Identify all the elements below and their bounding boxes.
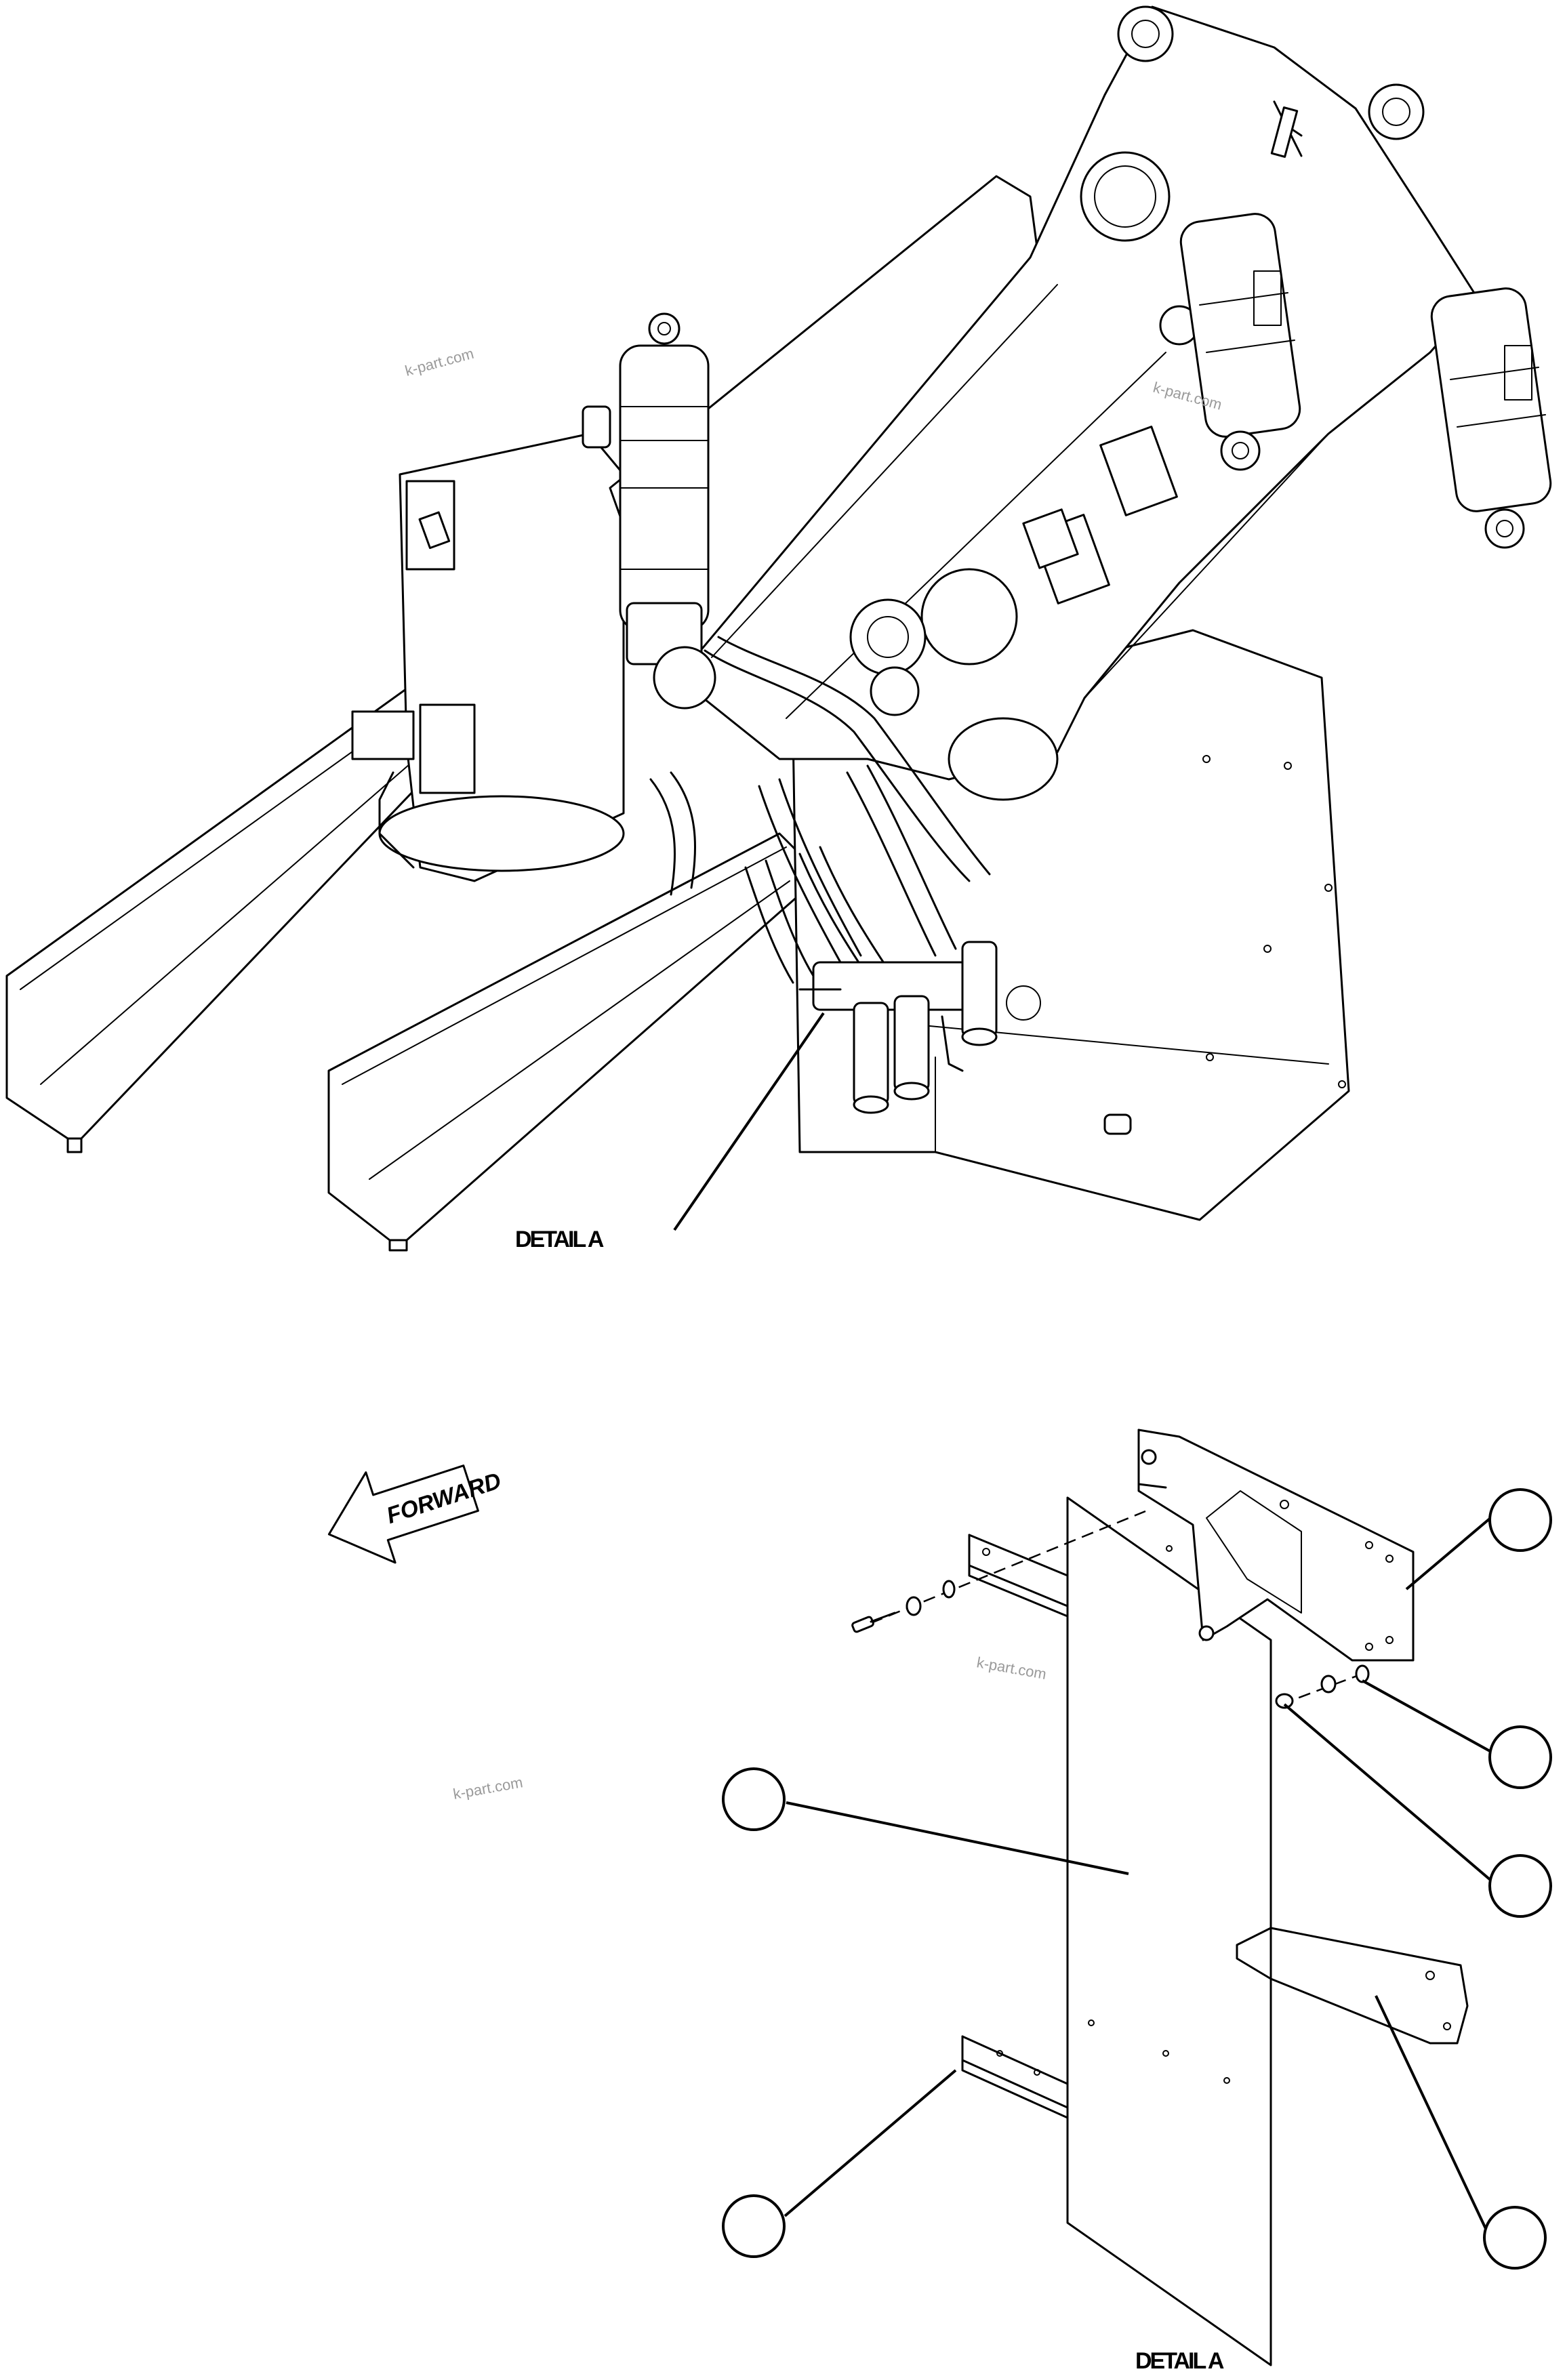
mounting-plate [1066, 1496, 1272, 2366]
detail-a-label-top: DETAIL A [515, 1227, 604, 1252]
upper-left-angle-bracket [968, 1534, 1069, 1618]
callout-balloon [1483, 2206, 1547, 2270]
callout-balloon [722, 2194, 786, 2258]
callout-balloon [1488, 1488, 1552, 1552]
boom-assembly-view: DETAIL A [5, 5, 1552, 1252]
bolt-upper-left [851, 1612, 896, 1633]
watermark-text: k-part.com [403, 345, 476, 379]
forward-arrow-icon: FORWARD [327, 1464, 504, 1564]
watermark-text: k-part.com [452, 1773, 525, 1803]
right-frame-rail [327, 832, 801, 1252]
bolt-right [1275, 1664, 1370, 1709]
detail-a-leader [673, 1012, 825, 1231]
upper-bracket [1137, 1429, 1415, 1662]
valve-mount-box [792, 629, 1350, 1221]
callout-balloon [1488, 1725, 1552, 1789]
callout-balloon [1488, 1854, 1552, 1918]
hydraulic-cylinder-right [1430, 287, 1552, 549]
callout-balloon [722, 1767, 786, 1831]
boom-arm [609, 5, 1479, 801]
hydraulic-tank [351, 405, 625, 882]
hydraulic-cylinder-left [619, 312, 716, 710]
hydraulic-cylinder-middle [1179, 213, 1301, 471]
washer-upper-left [906, 1580, 956, 1616]
detail-a-exploded-view: DETAIL A [722, 1429, 1552, 2374]
hose-bundle [649, 636, 991, 984]
watermark-text: k-part.com [975, 1654, 1048, 1683]
detail-a-label-bottom: DETAIL A [1135, 2348, 1224, 2374]
control-valve-bank [798, 941, 998, 1114]
lower-right-bracket [1236, 1927, 1469, 2045]
callout-leaders [784, 1513, 1496, 2234]
lower-left-angle-bracket [961, 2035, 1069, 2119]
